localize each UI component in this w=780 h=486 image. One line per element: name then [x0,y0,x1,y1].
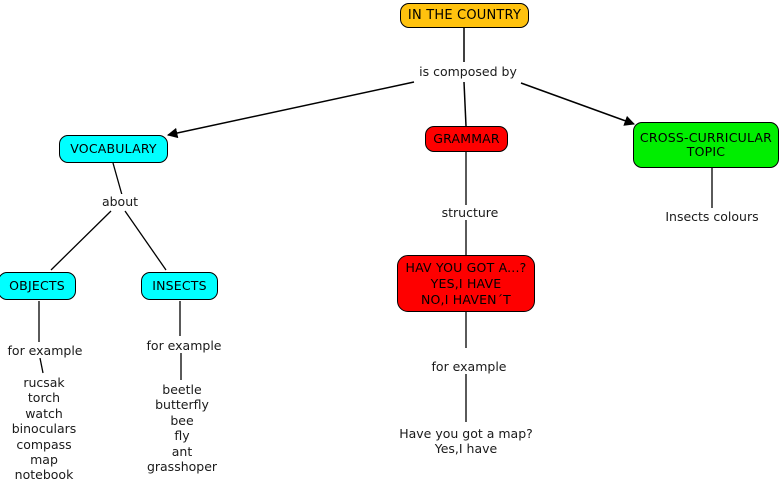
edge-hub-to-grammar [463,81,467,127]
node-in-the-country[interactable]: IN THE COUNTRY [400,3,529,28]
edge-vocabulary-to-about [112,162,123,196]
leaf-grammar-examples: Have you got a map? Yes,I have [399,426,533,457]
edge-about-to-objects [50,210,112,271]
leaf-objects-examples: rucsak torch watch binoculars compass ma… [11,375,77,483]
link-label-objects-for-example: for example [0,343,90,358]
node-insects[interactable]: INSECTS [141,272,218,300]
node-cross-curricular-topic[interactable]: CROSS-CURRICULAR TOPIC [633,122,779,168]
node-grammar-structure[interactable]: HAV YOU GOT A...? YES,I HAVE NO,I HAVEN´… [397,255,535,312]
leaf-insects-examples: beetle butterfly bee fly ant grasshoper [146,382,218,475]
node-objects[interactable]: OBJECTS [0,272,76,300]
edge-hub-to-vocabulary [166,81,415,139]
link-label-grammar-for-example: for example [424,359,514,374]
link-label-insects-for-example: for example [139,338,229,353]
edge-hub-to-cross-curricular [520,82,635,126]
node-vocabulary[interactable]: VOCABULARY [59,135,168,163]
link-label-is-composed-by: is composed by [408,64,528,79]
edge-objects-for-example-to-list [39,357,44,374]
link-label-about: about [93,194,147,209]
node-grammar[interactable]: GRAMMAR [425,126,508,152]
edge-about-to-insects [124,210,167,271]
leaf-insects-colours: Insects colours [665,209,759,224]
link-label-structure: structure [432,205,508,220]
